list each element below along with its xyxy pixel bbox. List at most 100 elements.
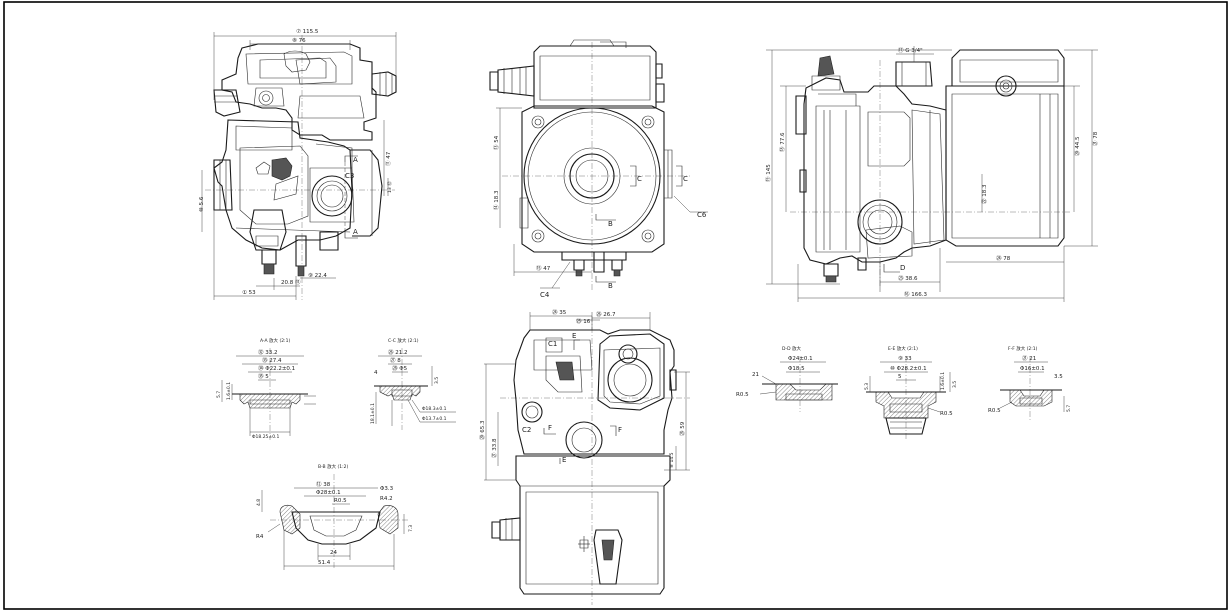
dim-20-8: 20.8 ⑪ [281, 278, 301, 286]
label-c6: C6 [697, 211, 707, 219]
dim-78-vertical: ㉑ 78 [1091, 131, 1099, 146]
ee-dim-r0-5: R0.5 [940, 411, 953, 417]
dim-16: ㉕ 16 [576, 317, 591, 325]
aa-dim-1-6: 1.6±0.1 [226, 382, 232, 400]
section-cc-title: C-C 放大 (2:1) [388, 337, 419, 344]
bb-dim-51-4: 51.4 [318, 560, 331, 566]
cc-dim-8: ㉗ 8 [390, 356, 401, 364]
cc-dim-21-2: ㉖ 21.2 [388, 348, 408, 356]
aa-dim-18-25: Φ18.25±0.1 [252, 434, 279, 440]
dd-dim-phi18-5: Φ18.5 [788, 366, 805, 372]
ee-dim-phi28-2: ⑩ Φ28.2±0.1 [890, 365, 927, 372]
aa-dim-33-2: ㉜ 33.2 [258, 348, 278, 356]
label-c1: C1 [548, 340, 557, 348]
cc-dim-18-3: Φ18.3±0.1 [422, 406, 447, 412]
bb-dim-r4: R4 [256, 534, 264, 540]
dim-53: ① 53 [242, 290, 256, 296]
ee-dim-5: 5 [898, 374, 902, 380]
section-dd-title: D-D 放大 [782, 345, 801, 352]
label-e-top: E [572, 332, 576, 340]
dim-44-5: ⑳ 44.5 [1073, 136, 1081, 156]
section-b-bottom: B [608, 282, 613, 290]
dim-18-3-right: ㉒ 18.3 [980, 184, 988, 204]
bb-dim-phi3-3: Φ3.3 [380, 486, 394, 492]
dim-22-4: ⑨ 22.4 [308, 272, 327, 279]
section-aa: A-A 放大 (2:1) ㉜ 33.2 ㉝ 27.4 ㉞ Φ22.2±0.1 ㉟… [216, 337, 316, 440]
dim-35: ㉔ 35 [552, 308, 567, 316]
label-c4: C4 [540, 291, 550, 299]
bb-dim-r4-2: R4.2 [380, 496, 393, 502]
dim-47-front: ⑪ 47 [384, 151, 392, 166]
section-aa-title: A-A 放大 (2:1) [260, 337, 290, 344]
cc-dim-3-5: 3.5 [434, 377, 440, 384]
label-f-left: F [548, 424, 552, 432]
cc-dim-4: 4 [374, 370, 378, 376]
dim-54: ⑬ 54 [492, 135, 500, 150]
dim-78-horizontal: ㉔ 78 [996, 254, 1011, 262]
bb-dim-38: ⑫ 38 [316, 480, 331, 488]
label-c2: C2 [522, 426, 531, 434]
dim-13: 13 ⑫ [386, 181, 393, 193]
label-c3: C3 [345, 172, 354, 180]
section-dd: D-D 放大 Φ24±0.1 Φ18.5 R0.5 21 [736, 345, 838, 412]
aa-dim-27-4: ㉝ 27.4 [262, 356, 282, 364]
section-ff: F-F 放大 (2:1) ㉑ 21 Φ16±0.1 3.5 R0.5 5.7 [988, 345, 1072, 420]
section-c-left: C [637, 175, 642, 183]
section-bb-title: B-B 放大 (1:2) [318, 463, 348, 470]
dim-145: ⑲ 145 [764, 164, 772, 182]
section-ee-title: E-E 放大 (2:1) [888, 345, 918, 352]
dim-18-3-side: ⑭ 18.3 [492, 190, 500, 210]
dim-166-3: ⑯ 166.3 [904, 290, 927, 298]
dim-76: ⑧ 76 [292, 38, 306, 44]
section-d: D [900, 264, 905, 272]
bb-dim-4-8: 4.8 [256, 499, 262, 506]
ff-dim-3-5: 3.5 [1054, 374, 1063, 380]
dim-77-6: ⑱ 77.6 [778, 132, 786, 152]
dim-65-3: ⑳ 65.3 [478, 420, 486, 440]
bb-dim-r0-5: R0.5 [334, 498, 347, 504]
cc-dim-18-1: 18.1±0.1 [370, 403, 376, 424]
dim-33-8: ㉗ 33.8 [490, 438, 498, 458]
section-ff-title: F-F 放大 (2:1) [1008, 345, 1038, 352]
front-view: A A C3 ⑦ 115.5 ⑧ 76 ① 53 20.8 ⑪ ⑨ 22.4 ⑩… [198, 28, 397, 300]
right-view: D ⑰ G 3/4" ⑱ 77.6 ⑲ 145 ⑳ 44.5 ㉑ 78 ㉒ 18… [764, 46, 1099, 302]
side-view: C C B B C4 C6 ⑬ 54 ⑭ 18.3 ⑮ 47 [489, 39, 708, 299]
ee-dim-1-6: 1.6±0.1 [940, 372, 946, 390]
dim-5-6: ⑩ 5.6 [198, 196, 205, 212]
label-e-bottom: E [562, 456, 566, 464]
dim-26-7: ㉖ 26.7 [596, 310, 616, 318]
section-cc: C-C 放大 (2:1) ㉖ 21.2 ㉗ 8 4 ㉘ Φ5 3.5 Φ18.3… [370, 337, 456, 430]
ee-dim-5-3: 5.3 [864, 383, 870, 390]
section-a-top: A [353, 156, 358, 164]
section-bb: B-B 放大 (1:2) ⑫ 38 Φ3.3 Φ28±0.1 R4.2 R0.5… [256, 463, 414, 570]
dim-59: ㉘ 59 [678, 421, 686, 436]
bottom-view: C1 C2 E F F E ㉔ 35 ㉕ 16 [478, 308, 690, 605]
bb-dim-7-3: 7.3 [408, 525, 414, 532]
dim-14-5: ⑧ 14.5 [669, 452, 675, 468]
section-c-right: C [683, 175, 688, 183]
sheet-border [3, 1, 1228, 610]
aa-dim-5-7: 5.7 [216, 391, 222, 398]
bb-dim-24: 24 [330, 550, 337, 556]
aa-dim-22-2: ㉞ Φ22.2±0.1 [258, 364, 295, 372]
dd-dim-21: 21 [752, 372, 759, 378]
section-a-bottom: A [353, 228, 358, 236]
ff-dim-5-7: 5.7 [1066, 405, 1072, 412]
bb-dim-phi28: Φ28±0.1 [316, 490, 341, 496]
dim-47-side: ⑮ 47 [536, 264, 551, 272]
cc-dim-13-7: Φ13.7±0.1 [422, 416, 447, 422]
dd-dim-r0-5: R0.5 [736, 392, 749, 398]
section-b-top: B [608, 220, 613, 228]
ee-dim-33: ⑨ 33 [898, 355, 912, 362]
dd-dim-phi24: Φ24±0.1 [788, 356, 813, 362]
dim-38-6: ㉓ 38.6 [898, 274, 918, 282]
ff-dim-phi16: Φ16±0.1 [1020, 366, 1045, 372]
section-ee: E-E 放大 (2:1) ⑨ 33 ⑩ Φ28.2±0.1 5 R0.5 5.3… [864, 345, 958, 440]
cc-dim-phi5: ㉘ Φ5 [392, 364, 408, 372]
dim-115-5: ⑦ 115.5 [296, 28, 319, 35]
label-f-right: F [618, 426, 622, 434]
ee-dim-3-5: 3.5 [952, 381, 958, 388]
ff-dim-21: ㉑ 21 [1022, 354, 1036, 362]
aa-dim-5: ㉟ 5 [258, 372, 269, 380]
